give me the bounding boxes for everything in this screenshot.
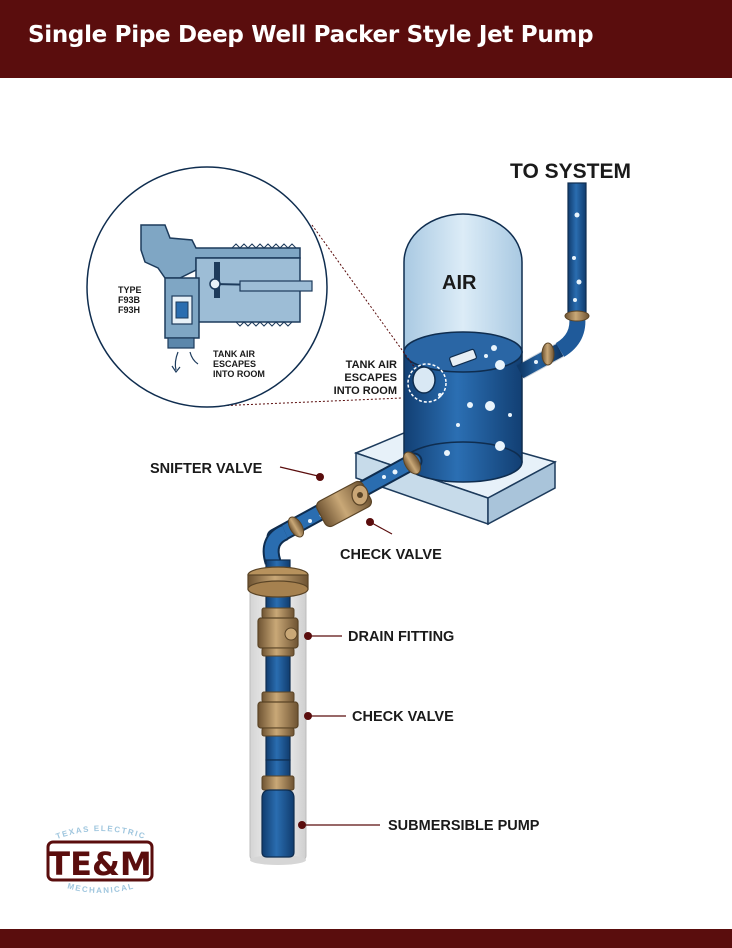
label-drain-fitting: DRAIN FITTING <box>348 629 454 645</box>
check-valve-bottom <box>257 691 299 737</box>
label-submersible-pump: SUBMERSIBLE PUMP <box>388 818 540 834</box>
inset-type-line-1: TYPE <box>118 285 142 295</box>
label-tank-air-line-2: ESCAPES <box>344 372 397 384</box>
footer-bar <box>0 929 732 948</box>
suction-pipe <box>262 451 423 565</box>
logo-main-text: TE&M <box>48 845 151 883</box>
inset-note-line-3: INTO ROOM <box>213 369 265 379</box>
label-check-valve-bottom: CHECK VALVE <box>352 709 454 725</box>
label-snifter-valve: SNIFTER VALVE <box>150 461 263 477</box>
logo-bottom-text: MECHANICAL <box>67 881 136 895</box>
leader-submersible-pump <box>298 821 380 829</box>
label-air: AIR <box>442 272 477 294</box>
label-check-valve-top: CHECK VALVE <box>340 547 442 563</box>
inset-type-line-2: F93B <box>118 295 141 305</box>
drain-fitting <box>257 607 299 657</box>
header-bar: Single Pipe Deep Well Packer Style Jet P… <box>0 0 732 78</box>
leader-check-valve-top <box>366 518 393 535</box>
inset-magnifier: TYPE F93B F93H TANK AIR ESCAPES INTO ROO… <box>86 166 328 408</box>
logo-top-text: TEXAS ELECTRIC <box>55 824 148 841</box>
leader-snifter-valve <box>279 466 324 481</box>
tank-water-bubbles <box>438 345 512 456</box>
inset-type-line-3: F93H <box>118 305 140 315</box>
inset-connector-lines <box>214 224 416 407</box>
page-title: Single Pipe Deep Well Packer Style Jet P… <box>28 22 594 48</box>
pressure-tank <box>403 213 523 483</box>
snifter-valve-cutaway <box>140 224 313 374</box>
label-tank-air-line-3: INTO ROOM <box>334 385 397 397</box>
discharge-pipe <box>516 182 590 380</box>
inset-note-line-1: TANK AIR <box>213 349 255 359</box>
inset-note-line-2: ESCAPES <box>213 359 256 369</box>
label-tank-air-line-1: TANK AIR <box>346 359 397 371</box>
leader-check-valve-bottom <box>304 712 346 720</box>
submersible-pump <box>261 775 295 858</box>
leader-drain-fitting <box>304 632 342 640</box>
check-valve-top <box>315 480 373 528</box>
well-cap-fitting <box>247 566 309 598</box>
company-logo: TEXAS ELECTRIC TE&M MECHANICAL <box>46 824 154 895</box>
label-to-system: TO SYSTEM <box>510 160 631 183</box>
